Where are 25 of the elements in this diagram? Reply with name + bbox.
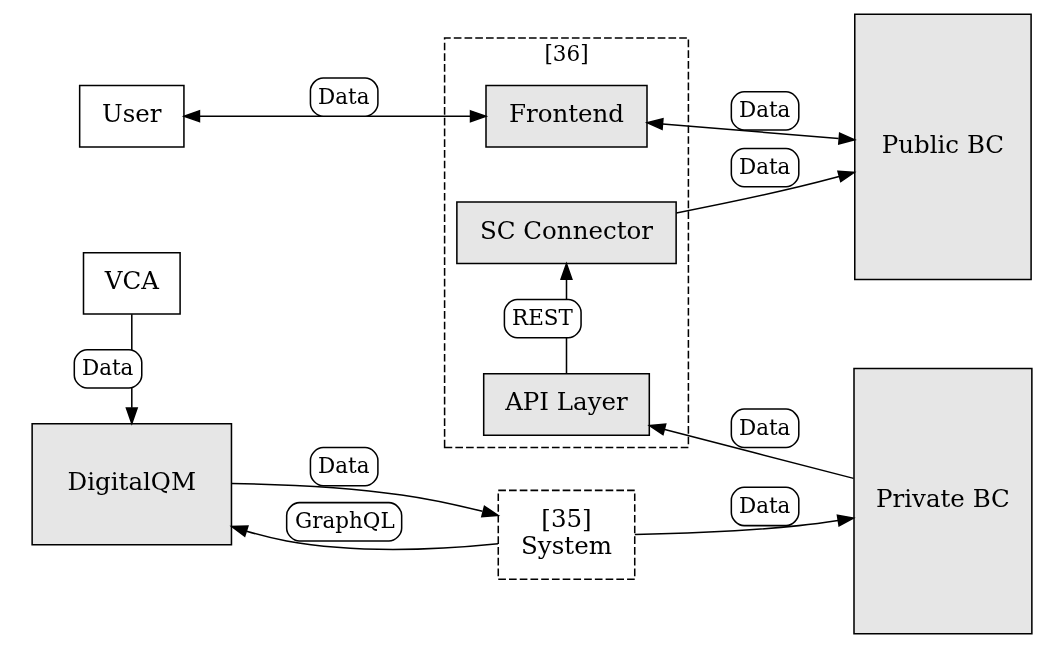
node-box: Frontend [485, 84, 648, 148]
node-box: Private BC [853, 367, 1033, 635]
edge-label: GraphQL [295, 508, 395, 534]
arrow [644, 117, 857, 145]
node-box: Public BC [854, 13, 1032, 281]
node-box: VCA [82, 251, 181, 315]
edge-label: Data [318, 83, 370, 109]
edge-label: Data [739, 492, 791, 518]
edge-label: Data [739, 414, 791, 440]
arrow [647, 423, 855, 480]
node-box: API Layer [482, 373, 651, 436]
node-box: [35] System [497, 489, 636, 581]
edge-label: REST [512, 305, 573, 331]
arrow [634, 514, 856, 536]
edge-label: Data [739, 97, 791, 123]
node-box: User [78, 84, 185, 148]
node-box: SC Connector [456, 201, 677, 265]
arrow [229, 525, 499, 551]
arrow [231, 482, 501, 518]
edge-label: Data [81, 355, 134, 381]
node-box: DigitalQM [31, 422, 233, 546]
edge-label: Data [318, 453, 370, 479]
edge-label: Data [739, 154, 791, 180]
arrow [675, 170, 857, 214]
arrow [181, 109, 489, 123]
